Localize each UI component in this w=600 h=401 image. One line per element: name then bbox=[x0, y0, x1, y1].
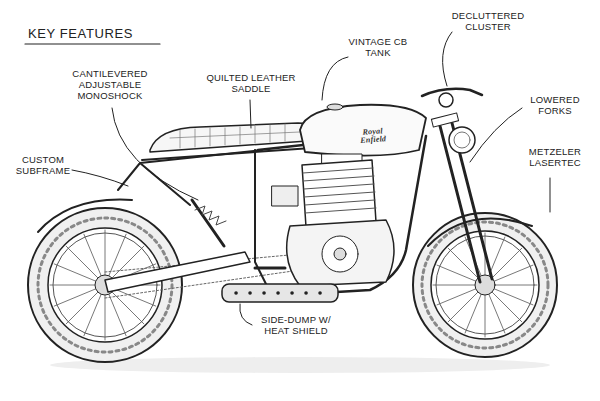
engine-cylinder bbox=[302, 160, 376, 227]
leader-line bbox=[112, 108, 198, 200]
subframe bbox=[118, 150, 272, 296]
headlight-lens bbox=[454, 132, 470, 148]
motorcycle bbox=[25, 32, 557, 373]
front-tire bbox=[413, 213, 557, 357]
rear-fender bbox=[38, 200, 132, 232]
diagram-title: KEY FEATURES bbox=[28, 26, 133, 41]
tire-tread bbox=[38, 218, 172, 352]
title-underline bbox=[25, 43, 160, 44]
callout-label: CANTILEVERED ADJUSTABLE MONOSHOCK bbox=[62, 68, 158, 101]
handlebar bbox=[422, 89, 482, 96]
leader-line bbox=[240, 304, 252, 325]
callout-label: QUILTED LEATHER SADDLE bbox=[203, 72, 299, 94]
leader-line bbox=[443, 32, 452, 86]
side-dump-exhaust bbox=[222, 284, 338, 302]
tank-cap bbox=[327, 104, 343, 110]
main-frame bbox=[258, 132, 426, 296]
tank-logo: Royal Enfield bbox=[351, 127, 394, 146]
leader-line bbox=[470, 108, 522, 162]
quilted-saddle bbox=[150, 123, 322, 152]
callout-label: DECLUTTERED CLUSTER bbox=[445, 10, 531, 32]
callout-label: VINTAGE CB TANK bbox=[348, 36, 408, 58]
callout-label: SIDE-DUMP W/ HEAT SHIELD bbox=[248, 314, 344, 336]
carburettor bbox=[272, 186, 298, 206]
monoshock bbox=[192, 200, 224, 246]
leader-line bbox=[550, 178, 551, 212]
crankcase bbox=[287, 220, 394, 286]
rear-rim bbox=[48, 228, 162, 342]
gauge-cluster bbox=[439, 93, 453, 107]
callout-label: LOWERED FORKS bbox=[524, 94, 586, 116]
leader-line bbox=[72, 170, 128, 186]
shock-spring bbox=[195, 206, 226, 225]
cooling-fins bbox=[303, 168, 376, 213]
leader-line bbox=[322, 57, 348, 100]
headlight bbox=[449, 127, 475, 153]
engine-cover-bolt bbox=[334, 248, 346, 260]
engine-cover bbox=[322, 236, 358, 272]
rear-tire bbox=[28, 208, 182, 362]
triple-clamp bbox=[431, 113, 458, 127]
lowered-forks bbox=[440, 123, 492, 282]
tire-tread bbox=[422, 222, 548, 348]
saddle-quilting bbox=[170, 124, 300, 148]
footpeg bbox=[255, 267, 285, 270]
leader-line bbox=[250, 100, 251, 128]
callout-label: CUSTOM SUBFRAME bbox=[8, 154, 78, 176]
fuel-tank bbox=[300, 105, 426, 156]
callout-label: METZELER LASERTEC bbox=[522, 146, 588, 168]
heat-shield-holes bbox=[236, 291, 320, 295]
